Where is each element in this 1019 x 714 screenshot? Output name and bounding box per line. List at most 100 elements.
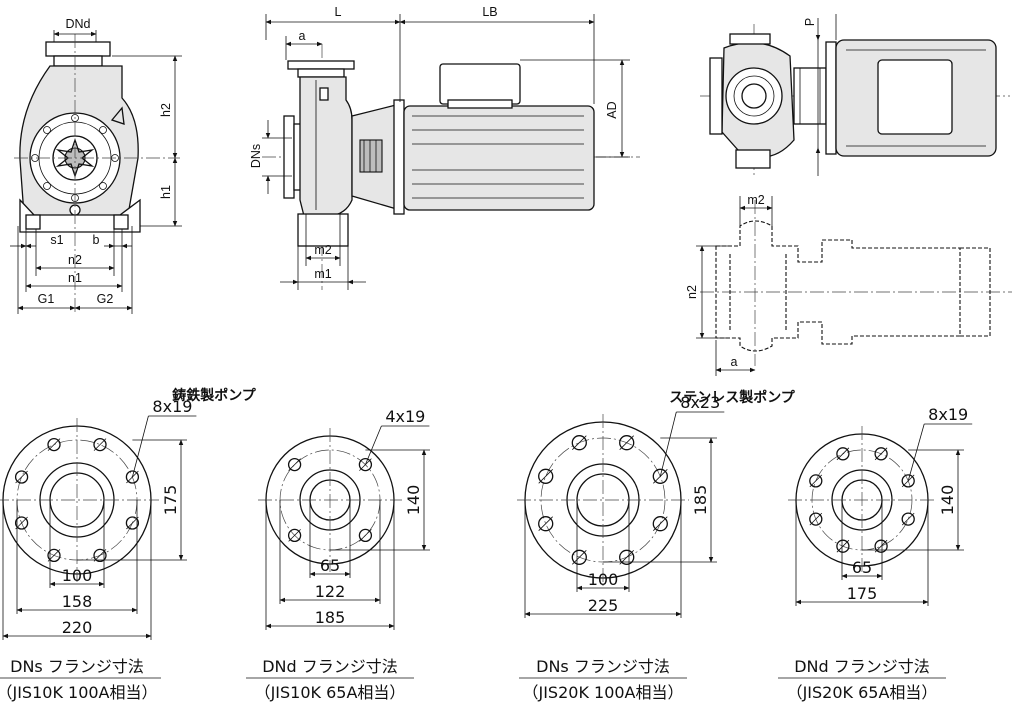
dim-n2: n2 [68, 253, 82, 267]
motor-fins [412, 115, 584, 199]
bolt-hole [874, 539, 888, 553]
bolt-callout: 4x19 [385, 407, 425, 426]
dim-dnd: DNd [65, 17, 90, 31]
pcd-value: 185 [691, 485, 710, 516]
bolt-hole [809, 474, 823, 488]
bolt-hole [619, 549, 635, 565]
bolt-hole [809, 512, 823, 526]
bolt-hole [125, 470, 140, 484]
bolt-hole-mark [288, 529, 301, 542]
bolt-hole [125, 516, 140, 530]
flange-caption-standard: （JIS20K 65A相当） [787, 683, 938, 702]
bolt-hole [901, 512, 915, 526]
bolt-hole [287, 457, 302, 472]
bolt-hole [14, 516, 29, 530]
dim-m1: m1 [314, 267, 331, 281]
bolt-hole [652, 516, 668, 532]
bolt-hole-mark [836, 447, 850, 461]
dim-dns: DNs [249, 144, 263, 168]
outer-dim-value: 220 [62, 618, 93, 637]
pcd-value: 140 [938, 485, 957, 516]
dim-a: a [299, 29, 306, 43]
bolt-hole [47, 437, 61, 452]
bolt-hole-mark [653, 516, 668, 531]
bolt-callout: 8x19 [152, 397, 192, 416]
bolt-hole-mark [126, 516, 139, 530]
dim-m2: m2 [314, 243, 331, 257]
flange-caption-standard: （JIS20K 100A相当） [522, 683, 683, 702]
bolt-leader [132, 415, 149, 478]
dim-base-m2: m2 [747, 193, 764, 207]
bore-dim-value: 100 [62, 566, 93, 585]
bolt-hole [901, 474, 915, 488]
bolt-hole [538, 468, 554, 484]
mid-dim-value: 158 [62, 592, 93, 611]
flange-pcd-circle [540, 437, 666, 563]
bolt-hole [358, 457, 373, 472]
dim-lb: LB [482, 5, 497, 19]
heading-cast-iron: 鋳鉄製ポンプ [172, 387, 257, 404]
bore-dim-value: 65 [320, 556, 340, 575]
bolt-callout: 8x19 [928, 405, 968, 424]
bolt-hole-mark [619, 435, 634, 450]
bolt-hole [836, 539, 850, 553]
dim-p: P [803, 18, 817, 26]
bolt-leader [365, 425, 382, 465]
bolt-hole-mark [359, 529, 372, 542]
bolt-hole-mark [47, 438, 61, 451]
flange-caption-standard: （JIS10K 100A相当） [0, 683, 158, 702]
top-view: P [700, 14, 1010, 176]
bolt-hole [14, 470, 29, 484]
bolt-hole [47, 548, 61, 563]
bolt-hole-mark [836, 539, 850, 553]
front-view: DNd h2 h1 s1 b n2 n1 G1 G2 [10, 17, 182, 314]
pcd-value: 175 [161, 485, 180, 516]
dim-l: L [335, 5, 342, 19]
dim-n1: n1 [68, 271, 82, 285]
side-view: L LB a DNs AD m2 m1 [249, 5, 640, 290]
bolt-leader [907, 423, 925, 482]
bolt-hole [93, 548, 107, 563]
bolt-hole [358, 528, 373, 543]
dim-s1: s1 [50, 233, 63, 247]
flange-caption-title: DNs フランジ寸法 [536, 657, 670, 676]
outer-dim-value: 175 [847, 584, 878, 603]
bore-dim-value: 65 [852, 558, 872, 577]
dim-g1: G1 [38, 292, 55, 306]
bolt-hole [619, 435, 635, 451]
bolt-hole-mark [874, 447, 888, 461]
mid-dim-value: 122 [315, 582, 346, 601]
dim-g2: G2 [97, 292, 114, 306]
dim-ad: AD [605, 101, 619, 118]
bolt-hole-mark [15, 516, 28, 530]
bolt-hole-mark [572, 435, 587, 450]
bolt-hole [652, 468, 668, 484]
pcd-value: 140 [404, 485, 423, 516]
bolt-hole-mark [538, 516, 553, 531]
bolt-hole-mark [93, 438, 107, 451]
bolt-hole-mark [901, 512, 915, 526]
bolt-callout: 8x23 [680, 393, 720, 412]
dim-h2: h2 [159, 103, 173, 117]
heading-stainless: ステンレス製ポンプ [669, 389, 796, 406]
bolt-hole [571, 435, 587, 451]
dim-b: b [93, 233, 100, 247]
outer-dim-value: 225 [588, 596, 619, 615]
base-view: m2 n2 a [685, 193, 1012, 376]
flange-caption-title: DNd フランジ寸法 [262, 657, 398, 676]
bolt-hole [538, 516, 554, 532]
bore-dim-value: 100 [588, 570, 619, 589]
bolt-hole [836, 447, 850, 461]
bolt-hole-mark [809, 512, 823, 526]
bolt-hole [93, 437, 107, 452]
bolt-hole [571, 549, 587, 565]
bolt-hole-mark [538, 469, 553, 484]
bolt-hole-mark [15, 470, 28, 484]
outer-dim-value: 185 [315, 608, 346, 627]
